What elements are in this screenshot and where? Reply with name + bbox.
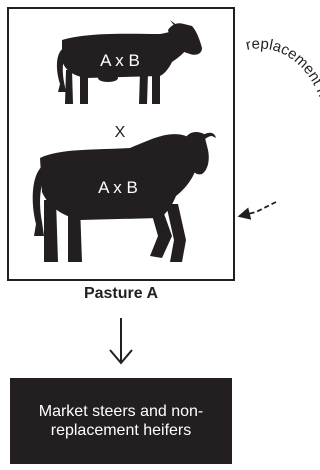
market-label: Market steers and non-replacement heifer… — [38, 403, 204, 439]
replacement-arrow — [237, 201, 277, 220]
pasture-name: Pasture A — [83, 285, 159, 302]
down-arrow-icon — [109, 349, 133, 365]
cross-symbol: X — [115, 124, 126, 141]
bull-label: A x B — [98, 178, 138, 197]
replacement-heifers-text: replacement heifers — [244, 35, 320, 133]
pasture-box — [7, 7, 235, 281]
market-box: Market steers and non-replacement heifer… — [10, 378, 232, 464]
replacement-heifers-label: replacement heifers — [244, 35, 320, 133]
cow-label: A x B — [100, 51, 140, 70]
bull-silhouette-icon — [32, 132, 216, 262]
cow-silhouette-icon — [56, 20, 202, 104]
